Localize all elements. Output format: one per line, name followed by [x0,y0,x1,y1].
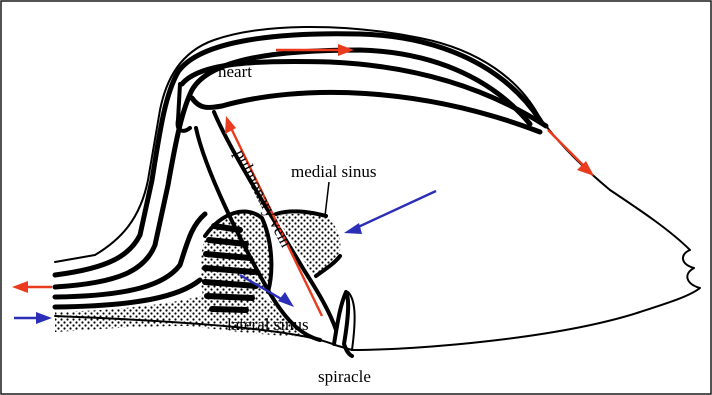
gill-lamella [205,268,254,272]
gill-lamella [206,254,250,258]
gill-lamella [207,296,252,298]
label-medial-sinus: medial sinus [291,162,376,181]
label-spiracle: spiracle [318,367,371,386]
red-arrow-outflow-posterior [548,130,594,176]
label-lateral-sinus: lateral sinus [227,315,309,334]
heart-tube-lower [192,92,540,132]
label-heart: heart [218,62,252,81]
medial-sinus-leader [325,182,329,216]
gill-lamella [214,226,240,230]
red-arrow-exhalant [12,281,52,293]
blue-arrow-inhalant [14,312,52,324]
gill-lamella [205,282,256,286]
blue-arrow-medial-sinus [344,191,436,234]
gill-lamella [209,240,246,244]
gill-lamella [212,309,246,310]
